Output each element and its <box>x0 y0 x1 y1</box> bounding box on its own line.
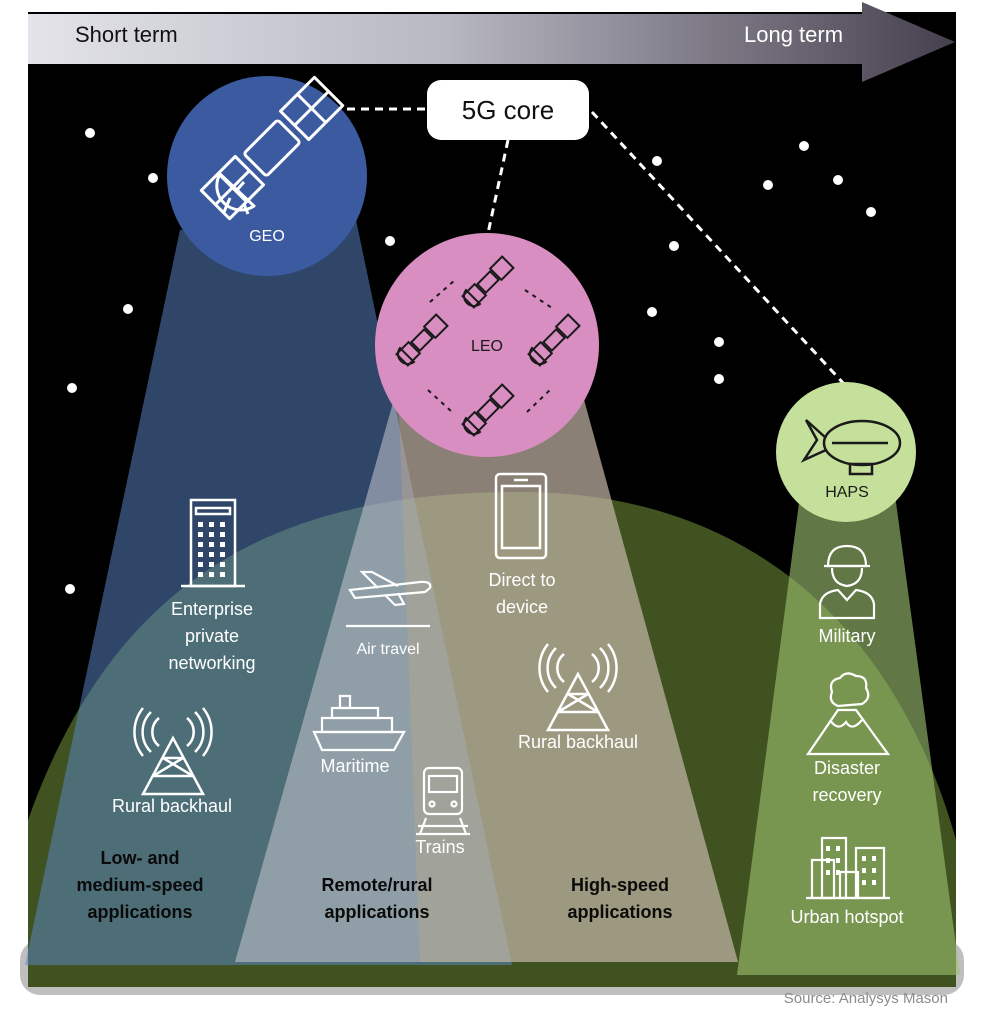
geo-label: GEO <box>249 228 285 245</box>
timeline-arrow <box>28 2 955 82</box>
satellite-icon <box>395 313 449 367</box>
haps-node <box>776 382 916 522</box>
satellite-icon <box>199 75 345 221</box>
tower-icon <box>133 707 213 796</box>
disaster-recovery-label: Disaster recovery <box>812 758 882 805</box>
stars <box>65 15 876 594</box>
leo-satellites <box>395 255 581 437</box>
leo-constellation-lines <box>427 279 553 413</box>
building-windows <box>198 522 225 577</box>
5g-core-box: 5G core <box>427 80 589 140</box>
rural-backhaul-leo-label: Rural backhaul <box>517 732 639 752</box>
urban-hotspot-label: Urban hotspot <box>790 907 904 927</box>
long-term-label: Long term <box>744 22 844 47</box>
high-speed-label: High-speed applications <box>567 875 673 922</box>
tower-icon <box>538 643 618 732</box>
satellite-icon <box>527 313 581 367</box>
trains-label: Trains <box>415 837 465 857</box>
haps-label: HAPS <box>825 484 869 501</box>
remote-rural-label: Remote/rural applications <box>321 875 433 922</box>
volcano-icon <box>805 672 891 756</box>
soldier-icon <box>818 544 876 620</box>
leo-node <box>375 233 599 457</box>
air-travel-label: Air travel <box>356 641 420 658</box>
building-icon <box>181 498 245 588</box>
haps-beam <box>737 495 960 975</box>
leo-label: LEO <box>470 338 503 355</box>
city-icon <box>806 836 890 900</box>
enterprise-networking-label: Enterprise private networking <box>168 599 256 673</box>
leo-beam-remote <box>235 385 738 962</box>
satellite-icon <box>461 255 515 309</box>
satellite-icon <box>461 383 515 437</box>
direct-to-device-label: Direct to device <box>488 570 556 617</box>
core-links <box>347 107 847 387</box>
military-label: Military <box>818 626 876 646</box>
city-windows <box>826 846 876 885</box>
train-icon <box>416 766 470 836</box>
low-medium-speed-label: Low- and medium-speed applications <box>76 848 204 922</box>
airplane-icon <box>346 570 432 628</box>
leo-beam-high <box>398 385 738 962</box>
short-term-label: Short term <box>75 22 178 47</box>
ship-icon <box>312 694 406 752</box>
source-note: Source: Analysys Mason <box>783 990 948 1007</box>
rural-backhaul-geo-label: Rural backhaul <box>111 796 233 816</box>
airship-icon <box>800 419 902 476</box>
maritime-label: Maritime <box>320 756 390 776</box>
phone-icon <box>494 472 548 560</box>
